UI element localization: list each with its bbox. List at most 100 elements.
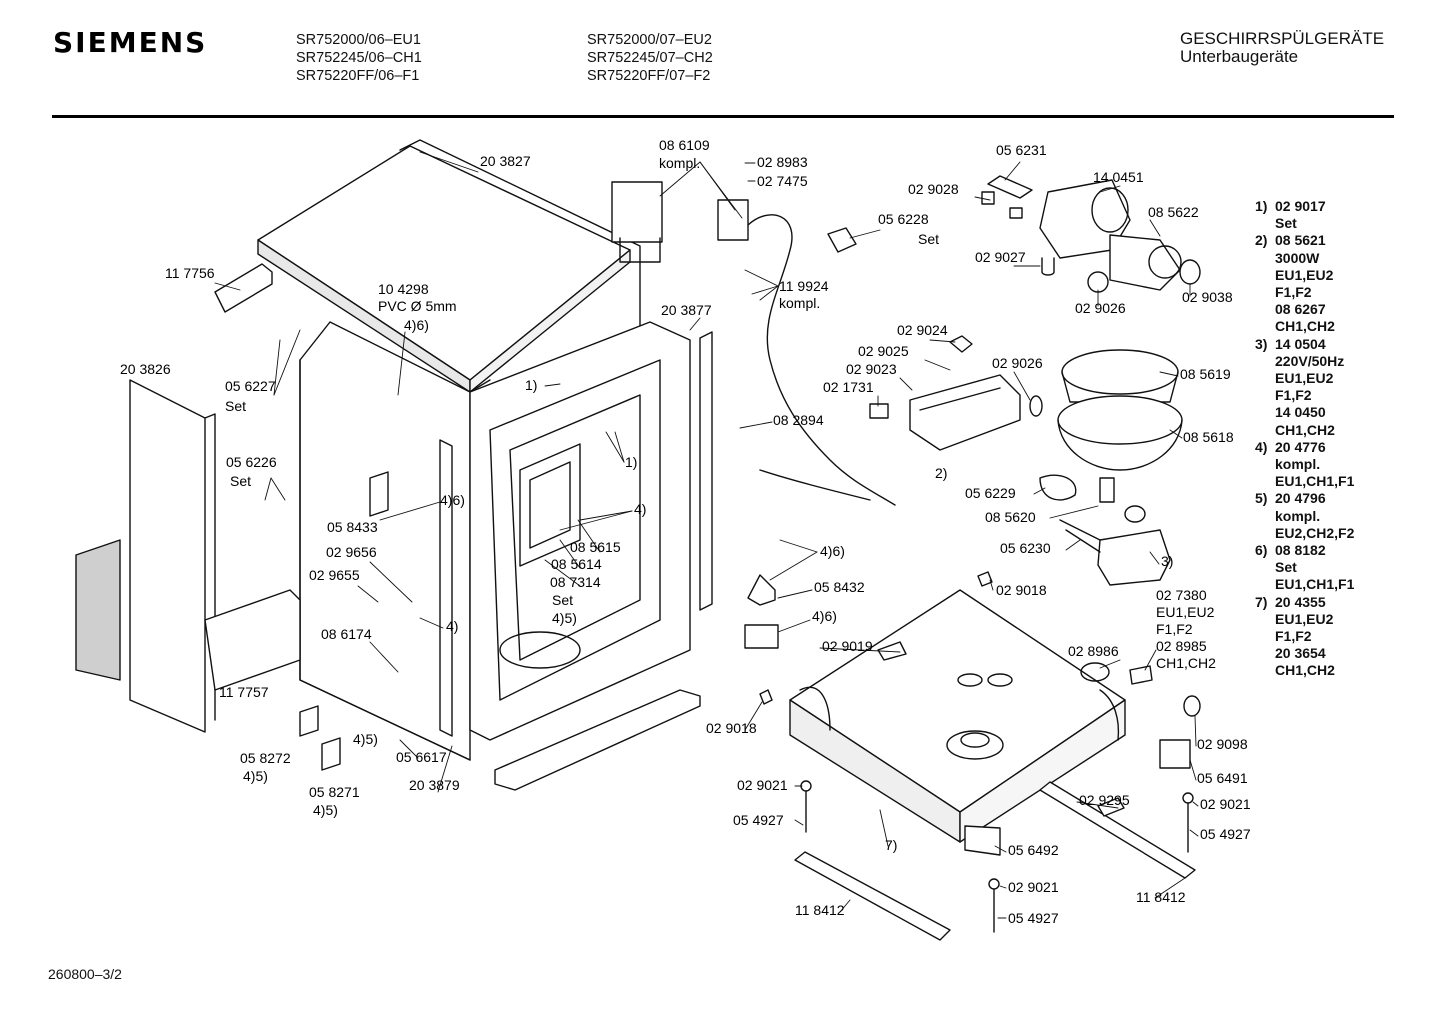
part-number-label: 4)6) bbox=[404, 317, 429, 333]
product-category: GESCHIRRSPÜLGERÄTE Unterbaugeräte bbox=[1180, 30, 1384, 66]
part-number-label: 4)5) bbox=[243, 768, 268, 784]
part-number-label: 02 9025 bbox=[858, 343, 909, 359]
legend-line: 08 6267 bbox=[1275, 301, 1326, 318]
bracket-drawing bbox=[214, 263, 273, 313]
part-number-label: 02 8985 bbox=[1156, 638, 1207, 654]
legend-line: EU1,EU2 bbox=[1275, 610, 1334, 627]
part-number-label: Set bbox=[552, 592, 573, 608]
part-number-label: 02 9295 bbox=[1079, 792, 1130, 808]
part-number-label: 02 9026 bbox=[1075, 300, 1126, 316]
part-number-label: 05 6492 bbox=[1008, 842, 1059, 858]
part-number-label: 02 8983 bbox=[757, 154, 808, 170]
part-number-label: 05 8433 bbox=[327, 519, 378, 535]
valve-drawing bbox=[611, 181, 749, 263]
part-number-label: 08 5619 bbox=[1180, 366, 1231, 382]
part-number-label: 11 7757 bbox=[219, 684, 269, 700]
part-number-label: 05 6226 bbox=[226, 454, 277, 470]
part-number-label: 08 5615 bbox=[570, 539, 621, 555]
foot-rail-right-drawing bbox=[1039, 781, 1196, 879]
header-divider bbox=[52, 115, 1394, 118]
model-list-col2: SR752000/07–EU2 SR752245/07–CH2 SR75220F… bbox=[587, 31, 713, 85]
legend-number: 7) bbox=[1255, 593, 1268, 610]
legend-line: 220V/50Hz bbox=[1275, 352, 1345, 369]
part-number-label: 05 6231 bbox=[996, 142, 1047, 158]
part-number-label: F1,F2 bbox=[1156, 621, 1193, 637]
screw-drawings bbox=[800, 780, 1194, 933]
part-number-label: 10 4298 bbox=[378, 281, 429, 297]
base-bracket-drawing bbox=[204, 589, 301, 691]
part-number-label: 20 3879 bbox=[409, 777, 460, 793]
drawing-reference: 260800–3/2 bbox=[48, 966, 122, 982]
model-number: SR75220FF/07–F2 bbox=[587, 68, 711, 84]
part-number-label: 7) bbox=[885, 837, 897, 853]
part-number-label: 02 9024 bbox=[897, 322, 948, 338]
part-number-label: 02 9027 bbox=[975, 249, 1026, 265]
part-number-label: 4)5) bbox=[313, 802, 338, 818]
part-number-label: 20 3877 bbox=[661, 302, 712, 318]
part-number-label: 02 9018 bbox=[706, 720, 757, 736]
part-number-label: 02 9021 bbox=[1008, 879, 1059, 895]
legend-number: 4) bbox=[1255, 438, 1268, 455]
part-number-label: 1) bbox=[625, 454, 637, 470]
part-number-label: Set bbox=[918, 231, 939, 247]
front-rails-drawing bbox=[439, 331, 713, 737]
legend-line: 20 4796 bbox=[1275, 490, 1326, 507]
legend-line: Set bbox=[1275, 215, 1297, 232]
part-number-label: 05 6228 bbox=[878, 211, 929, 227]
leader-lines bbox=[214, 151, 1199, 919]
part-number-label: 02 9019 bbox=[822, 638, 873, 654]
hose-drawing bbox=[747, 214, 896, 506]
legend-line: 3000W bbox=[1275, 249, 1320, 266]
part-number-label: 11 8412 bbox=[1136, 889, 1186, 905]
part-number-label: 05 4927 bbox=[733, 812, 784, 828]
part-number-label: PVC Ø 5mm bbox=[378, 298, 457, 314]
legend-line: EU1,CH1,F1 bbox=[1275, 473, 1355, 490]
legend-number: 6) bbox=[1255, 542, 1268, 559]
legend-line: kompl. bbox=[1275, 507, 1321, 524]
part-number-label: 02 7475 bbox=[757, 173, 808, 189]
legend-line: F1,F2 bbox=[1275, 284, 1312, 301]
category-title: GESCHIRRSPÜLGERÄTE bbox=[1180, 29, 1385, 48]
part-number-label: 05 6227 bbox=[225, 378, 276, 394]
part-number-label: 02 9023 bbox=[846, 361, 897, 377]
side-panel-drawing bbox=[299, 321, 491, 761]
part-number-label: 3) bbox=[1161, 553, 1173, 569]
model-number: SR75220FF/06–F1 bbox=[296, 68, 420, 84]
model-number: SR752245/06–CH1 bbox=[296, 50, 422, 66]
model-list-col1: SR752000/06–EU1 SR752245/06–CH1 SR75220F… bbox=[296, 31, 422, 85]
part-number-label: 08 2894 bbox=[773, 412, 824, 428]
part-number-label: 08 5622 bbox=[1148, 204, 1199, 220]
part-number-label: 08 6174 bbox=[321, 626, 372, 642]
part-number-label: kompl. bbox=[779, 295, 820, 311]
legend-line: 02 9017 bbox=[1275, 198, 1326, 214]
part-number-label: 4) bbox=[446, 618, 458, 634]
part-number-label: 4)6) bbox=[440, 492, 465, 508]
model-number: SR752000/06–EU1 bbox=[296, 32, 421, 48]
part-number-label: Set bbox=[230, 473, 251, 489]
legend-line: F1,F2 bbox=[1275, 628, 1312, 645]
part-number-label: 4)6) bbox=[812, 608, 837, 624]
part-number-label: 05 8432 bbox=[814, 579, 865, 595]
model-number: SR752245/07–CH2 bbox=[587, 50, 713, 66]
category-subtitle: Unterbaugeräte bbox=[1180, 47, 1299, 66]
part-number-label: 4)6) bbox=[820, 543, 845, 559]
part-number-label: 05 4927 bbox=[1008, 910, 1059, 926]
legend-line: 14 0450 bbox=[1275, 404, 1326, 421]
part-number-label: EU1,EU2 bbox=[1156, 604, 1215, 620]
bottom-rail-drawing bbox=[494, 689, 701, 791]
legend-line: CH1,CH2 bbox=[1275, 421, 1335, 438]
part-number-label: 02 9018 bbox=[996, 582, 1047, 598]
part-number-label: 05 8271 bbox=[309, 784, 360, 800]
legend-line: Set bbox=[1275, 559, 1297, 576]
circulation-pump-drawing bbox=[827, 175, 1201, 293]
legend-line: 20 3654 bbox=[1275, 645, 1326, 662]
part-number-label: 02 1731 bbox=[823, 379, 874, 395]
legend-line: 14 0504 bbox=[1275, 335, 1326, 352]
legend-number: 1) bbox=[1255, 198, 1268, 214]
part-number-label: 08 7314 bbox=[550, 574, 601, 590]
